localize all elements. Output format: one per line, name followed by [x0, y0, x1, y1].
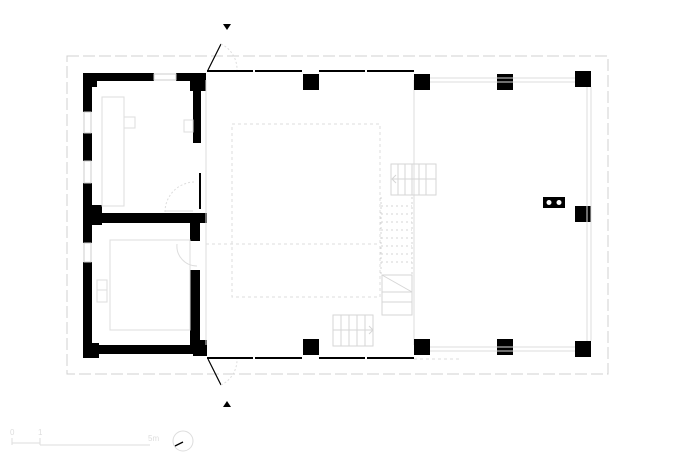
pavilion-rails — [414, 77, 592, 360]
main-hall-outline — [205, 80, 415, 345]
upper-door-leaf — [199, 173, 201, 209]
bottom-section-arrow — [223, 401, 231, 407]
top-glazing — [207, 70, 414, 72]
scale-bar — [11, 438, 150, 446]
top-section-arrow — [223, 24, 231, 30]
upper-room-furniture — [101, 96, 196, 213]
scale-label-0: 0 — [10, 428, 15, 437]
stove-element — [543, 197, 565, 208]
lower-room-furniture — [96, 239, 198, 331]
left-block-walls — [83, 73, 207, 358]
bottom-glazing — [207, 357, 414, 359]
scale-label-5m: 5m — [148, 434, 160, 443]
north-arrow-icon — [172, 430, 194, 452]
columns — [303, 71, 591, 357]
windows — [83, 73, 177, 263]
entry-door-swings — [220, 43, 238, 386]
site-boundary — [66, 55, 609, 375]
entry-doors — [207, 43, 222, 386]
staircase — [332, 163, 437, 347]
scale-label-1: 1 — [38, 428, 43, 437]
